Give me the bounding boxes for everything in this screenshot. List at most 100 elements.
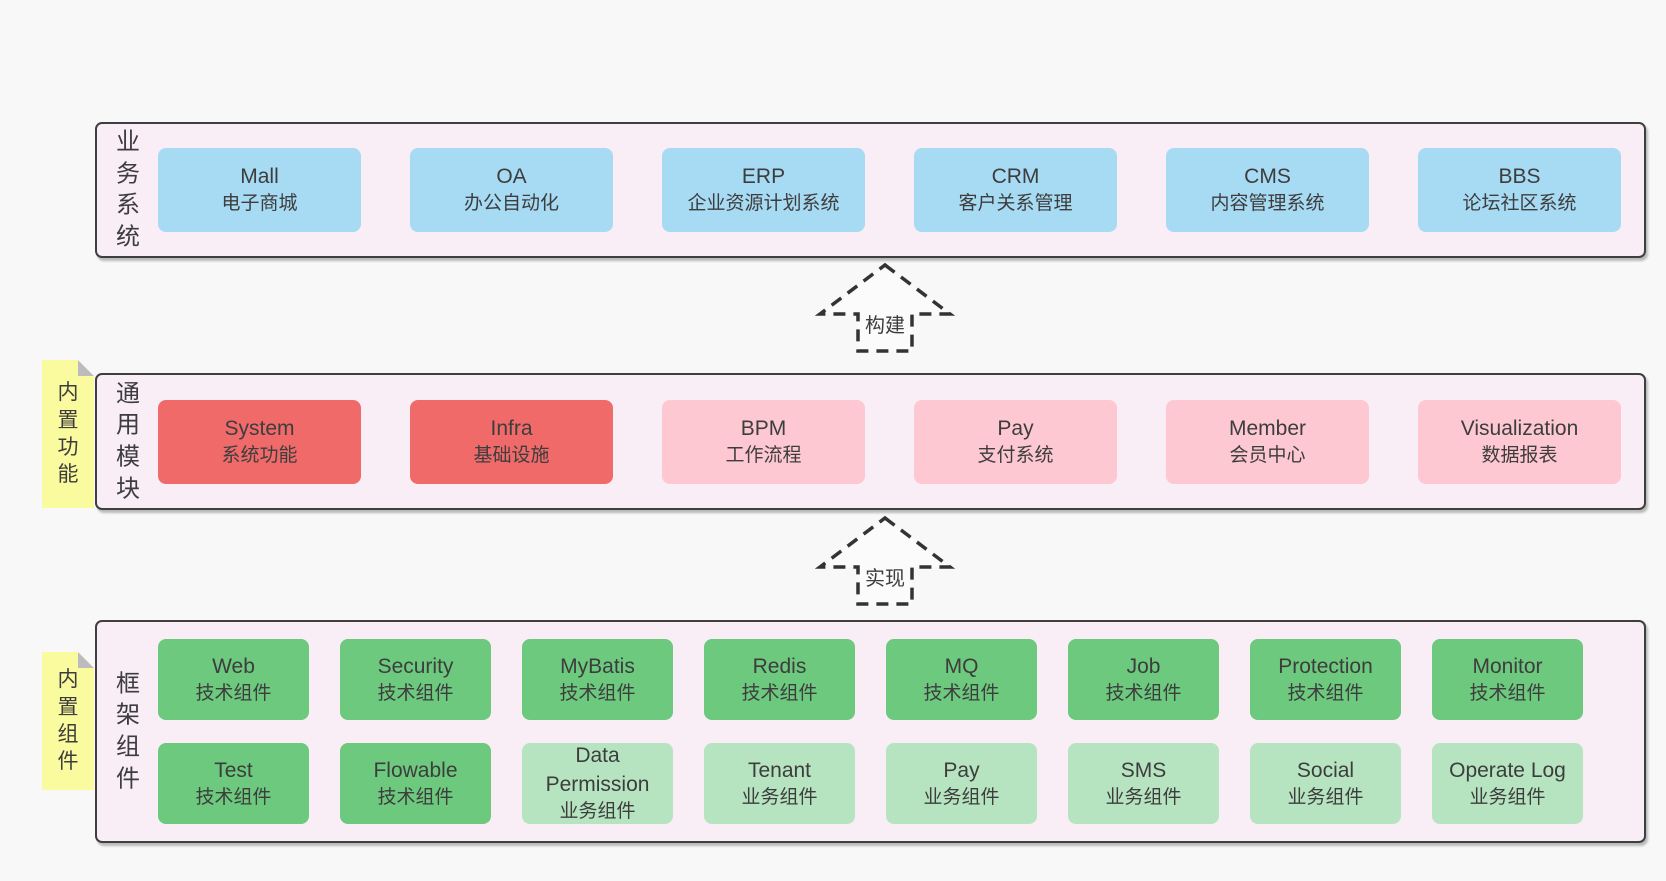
node-row: System 系统功能 Infra 基础设施 BPM 工作流程 Pay 支付系统 Member 会… <box>158 399 1621 484</box>
sticky-note-text: 内置组件 <box>57 668 79 774</box>
node-title: BPM <box>740 416 787 440</box>
arrow-implement: 实现 <box>814 515 956 607</box>
node-subtitle: 技术组件 <box>195 682 272 704</box>
node-pay: Pay 业务组件 <box>886 743 1037 824</box>
node-subtitle: 论坛社区系统 <box>1462 193 1577 215</box>
node-erp: ERP 企业资源计划系统 <box>662 148 865 232</box>
arrow-label: 实现 <box>865 567 905 590</box>
node-job: Job 技术组件 <box>1068 639 1219 720</box>
node-subtitle: 业务组件 <box>1469 786 1546 808</box>
node-subtitle: 技术组件 <box>1105 682 1182 704</box>
node-title: Monitor <box>1472 654 1543 678</box>
node-subtitle: 技术组件 <box>923 682 1000 704</box>
node-title: Social <box>1296 758 1355 782</box>
node-test: Test 技术组件 <box>158 743 309 824</box>
node-bpm: BPM 工作流程 <box>662 399 865 484</box>
node-subtitle: 业务组件 <box>741 786 818 808</box>
node-title: Data Permission <box>545 744 650 796</box>
node-monitor: Monitor 技术组件 <box>1432 639 1583 720</box>
node-title: Tenant <box>747 758 812 782</box>
node-title: Visualization <box>1460 416 1579 440</box>
node-oa: OA 办公自动化 <box>410 148 613 232</box>
node-subtitle: 支付系统 <box>977 444 1054 466</box>
node-social: Social 业务组件 <box>1250 743 1401 824</box>
node-title: BBS <box>1498 165 1541 188</box>
panel-title-vertical: 业务系统 <box>116 128 140 251</box>
node-member: Member 会员中心 <box>1166 399 1369 484</box>
node-title: Mall <box>240 165 279 188</box>
node-title: OA <box>496 165 527 188</box>
arrow-label: 构建 <box>865 314 905 337</box>
node-tenant: Tenant 业务组件 <box>704 743 855 824</box>
node-subtitle: 系统功能 <box>221 444 298 466</box>
node-data-permission: Data Permission 业务组件 <box>522 743 673 824</box>
node-subtitle: 工作流程 <box>725 444 802 466</box>
node-redis: Redis 技术组件 <box>704 639 855 720</box>
node-subtitle: 技术组件 <box>1469 682 1546 704</box>
node-title: CMS <box>1244 165 1291 188</box>
node-operate-log: Operate Log 业务组件 <box>1432 743 1583 824</box>
node-sms: SMS 业务组件 <box>1068 743 1219 824</box>
node-title: Job <box>1126 654 1161 678</box>
node-title: Protection <box>1278 654 1373 678</box>
sticky-note-builtin-components: 内置组件 <box>42 652 94 790</box>
node-subtitle: 技术组件 <box>195 786 272 808</box>
node-subtitle: 客户关系管理 <box>958 193 1073 215</box>
node-web: Web 技术组件 <box>158 639 309 720</box>
node-title: Test <box>214 758 253 782</box>
node-subtitle: 业务组件 <box>1287 786 1364 808</box>
node-title: System <box>224 416 295 440</box>
node-title: Pay <box>997 416 1034 440</box>
node-pay: Pay 支付系统 <box>914 399 1117 484</box>
node-title: Web <box>212 654 255 678</box>
node-title: Redis <box>752 654 807 678</box>
up-block-arrow-icon: 实现 <box>814 515 956 606</box>
sticky-fold-corner-icon <box>78 360 94 376</box>
node-subtitle: 业务组件 <box>559 801 636 823</box>
node-infra: Infra 基础设施 <box>410 399 613 484</box>
node-subtitle: 业务组件 <box>1105 786 1182 808</box>
up-block-arrow-icon: 构建 <box>814 262 956 353</box>
node-subtitle: 基础设施 <box>473 444 550 466</box>
node-subtitle: 会员中心 <box>1229 444 1306 466</box>
node-bbs: BBS 论坛社区系统 <box>1418 148 1621 232</box>
node-title: Member <box>1228 416 1307 440</box>
node-title: Pay <box>943 758 980 782</box>
node-subtitle: 技术组件 <box>377 786 454 808</box>
panel-nodes: System 系统功能 Infra 基础设施 BPM 工作流程 Pay 支付系统 Member 会… <box>158 375 1621 508</box>
node-subtitle: 技术组件 <box>559 682 636 704</box>
node-title: Infra <box>490 416 533 440</box>
sticky-note-builtin-features: 内置功能 <box>42 360 94 508</box>
node-title: ERP <box>741 165 786 188</box>
node-security: Security 技术组件 <box>340 639 491 720</box>
sticky-fold-corner-icon <box>78 652 94 668</box>
node-title: Security <box>377 654 454 678</box>
node-cms: CMS 内容管理系统 <box>1166 148 1369 232</box>
node-subtitle: 技术组件 <box>741 682 818 704</box>
node-subtitle: 技术组件 <box>377 682 454 704</box>
panel-title-vertical: 框架组件 <box>116 670 140 793</box>
node-title: SMS <box>1120 758 1167 782</box>
node-subtitle: 办公自动化 <box>463 193 559 215</box>
node-title: Operate Log <box>1449 758 1566 782</box>
node-subtitle: 企业资源计划系统 <box>687 193 840 215</box>
node-subtitle: 内容管理系统 <box>1210 193 1325 215</box>
node-subtitle: 业务组件 <box>923 786 1000 808</box>
node-system: System 系统功能 <box>158 399 361 484</box>
